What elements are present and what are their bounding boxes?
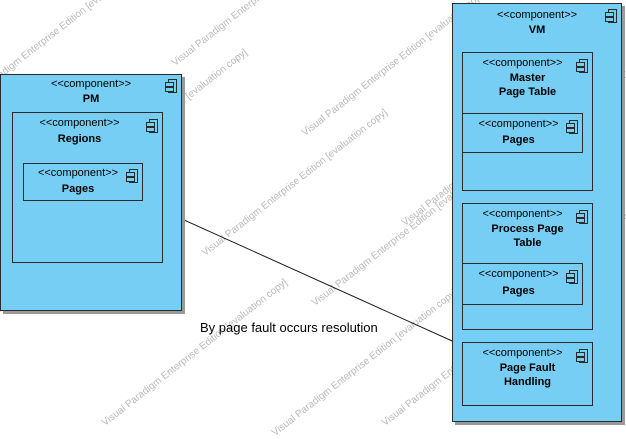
pm-stereotype: <<component>>: [50, 78, 132, 90]
process-page-table-component[interactable]: <<component>> Process Page Table <<compo…: [462, 203, 593, 330]
master-page-table-stereotype: <<component>>: [482, 57, 563, 69]
page-fault-handling-component[interactable]: <<component>> Page Fault Handling: [462, 342, 593, 406]
connector-line[interactable]: [141, 200, 462, 346]
process-pages-name: Pages: [502, 285, 535, 297]
master-page-table-component[interactable]: <<component>> Master Page Table <<compon…: [462, 52, 593, 191]
process-page-table-name: Process Page Table: [491, 223, 564, 249]
pm-pages-stereotype: <<component>>: [37, 167, 119, 179]
pm-pages-name: Pages: [61, 183, 95, 195]
regions-component[interactable]: <<component>> Regions <<component>> Page…: [12, 112, 163, 263]
vm-name: VM: [528, 24, 546, 36]
process-pages-component[interactable]: <<component>> Pages: [462, 263, 583, 305]
vm-component[interactable]: <<component>> VM <<component>> Master Pa…: [452, 3, 622, 422]
pm-pages-component[interactable]: <<component>> Pages: [23, 163, 143, 201]
component-icon: [126, 169, 138, 183]
component-icon: [165, 79, 177, 93]
vm-stereotype: <<component>>: [496, 9, 578, 21]
component-icon: [576, 59, 588, 73]
regions-name: Regions: [57, 133, 102, 145]
component-icon: [566, 270, 578, 284]
page-fault-handling-name: Page Fault Handling: [499, 362, 556, 388]
component-icon: [576, 210, 588, 224]
master-pages-component[interactable]: <<component>> Pages: [462, 113, 583, 153]
master-pages-stereotype: <<component>>: [478, 118, 559, 130]
component-icon: [146, 119, 158, 133]
process-page-table-stereotype: <<component>>: [482, 208, 563, 220]
connector-label: By page fault occurs resolution: [200, 320, 378, 335]
process-pages-stereotype: <<component>>: [478, 268, 559, 280]
component-icon: [605, 9, 617, 23]
pm-name: PM: [82, 93, 100, 105]
component-icon: [576, 349, 588, 363]
component-icon: [566, 120, 578, 134]
dependency-connector: [141, 200, 462, 346]
master-page-table-name: Master Page Table: [498, 72, 557, 98]
page-fault-handling-stereotype: <<component>>: [482, 347, 563, 359]
regions-stereotype: <<component>>: [39, 117, 120, 129]
master-pages-name: Pages: [502, 134, 535, 146]
pm-component[interactable]: <<component>> PM <<component>> Regions <…: [0, 74, 182, 311]
